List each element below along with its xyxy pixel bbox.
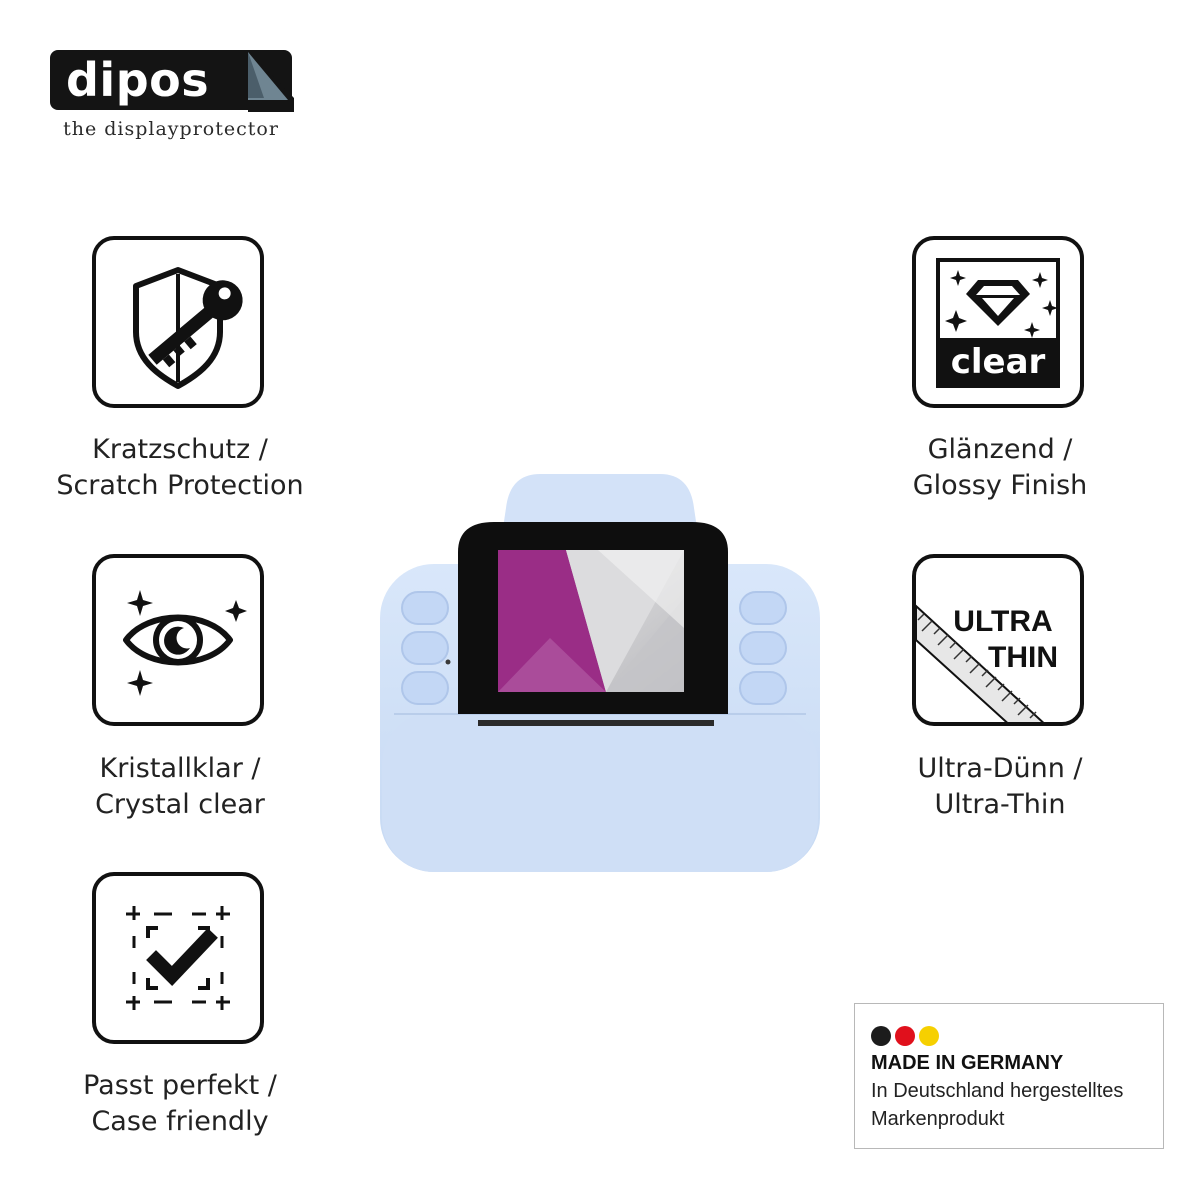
eye-sparkle-icon <box>123 590 247 696</box>
feature-thin-caption: Ultra-Dünn / Ultra-Thin <box>917 753 1083 820</box>
flag-dot-red <box>895 1026 915 1046</box>
feature-scratch-caption: Kratzschutz / Scratch Protection <box>56 434 304 501</box>
diamond-clear-icon <box>936 258 1060 388</box>
brand-tagline: the displayprotector <box>63 118 279 140</box>
made-in-germany-line2: Markenprodukt <box>871 1108 1005 1130</box>
ultra-badge-line1: ULTRA <box>953 605 1053 638</box>
flag-dot-black <box>871 1026 891 1046</box>
brand-name: dipos <box>66 53 210 107</box>
logo-peel-icon <box>248 50 294 112</box>
ultra-badge-line2: THIN <box>988 641 1058 674</box>
made-in-germany-box: MADE IN GERMANY In Deutschland hergestel… <box>854 1003 1164 1149</box>
camera-image <box>380 474 820 872</box>
feature-scratch-box <box>92 236 264 408</box>
ruler-ultra-thin-icon <box>916 603 1063 722</box>
feature-glossy-caption: Glänzend / Glossy Finish <box>912 434 1088 501</box>
feature-thin-box: ULTRA THIN <box>912 554 1084 726</box>
shield-key-icon <box>133 267 243 389</box>
feature-case-caption: Passt perfekt / Case friendly <box>83 1070 277 1137</box>
feature-glossy-box: clear <box>912 236 1084 408</box>
made-in-germany-line1: In Deutschland hergestelltes <box>871 1080 1124 1102</box>
feature-crystal-box <box>92 554 264 726</box>
feature-case-box <box>92 872 264 1044</box>
check-frame-icon <box>126 906 230 1010</box>
feature-crystal-caption: Kristallklar / Crystal clear <box>95 753 265 820</box>
made-in-germany-title: MADE IN GERMANY <box>871 1052 1064 1074</box>
clear-badge-label: clear <box>950 342 1046 382</box>
flag-dot-gold <box>919 1026 939 1046</box>
